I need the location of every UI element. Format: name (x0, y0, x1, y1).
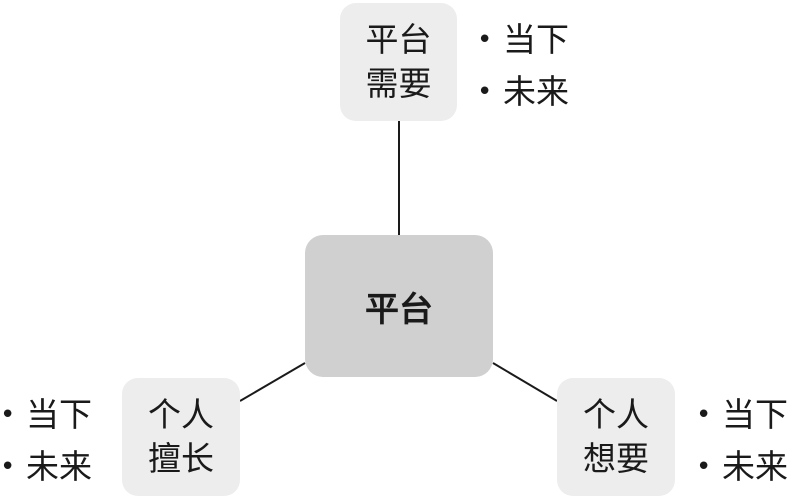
node-label-line: 个人 (148, 395, 214, 434)
bullet-item: 未来 (0, 441, 92, 493)
bullet-item: 当下 (477, 14, 569, 66)
node-personal-strengths: 个人 擅长 (122, 378, 240, 496)
connector-left (239, 362, 306, 402)
node-label-line: 个人 (583, 395, 649, 434)
center-label: 平台 (365, 289, 433, 330)
node-personal-wants: 个人 想要 (557, 378, 675, 496)
bullet-item: 当下 (696, 389, 788, 441)
connector-right (492, 362, 558, 402)
node-label-line: 平台 (365, 20, 432, 59)
bullet-list-right: 当下 未来 (696, 389, 788, 493)
bullet-list-top: 当下 未来 (477, 14, 569, 118)
node-label-line: 想要 (583, 439, 649, 478)
bullet-item: 未来 (477, 66, 569, 118)
node-label-line: 需要 (365, 64, 432, 103)
bullet-item: 未来 (696, 441, 788, 493)
node-platform-needs: 平台 需要 (340, 3, 457, 121)
node-label-line: 擅长 (148, 439, 214, 478)
bullet-item: 当下 (0, 389, 92, 441)
node-platform-center: 平台 (305, 235, 493, 377)
bullet-list-left: 当下 未来 (0, 389, 92, 493)
